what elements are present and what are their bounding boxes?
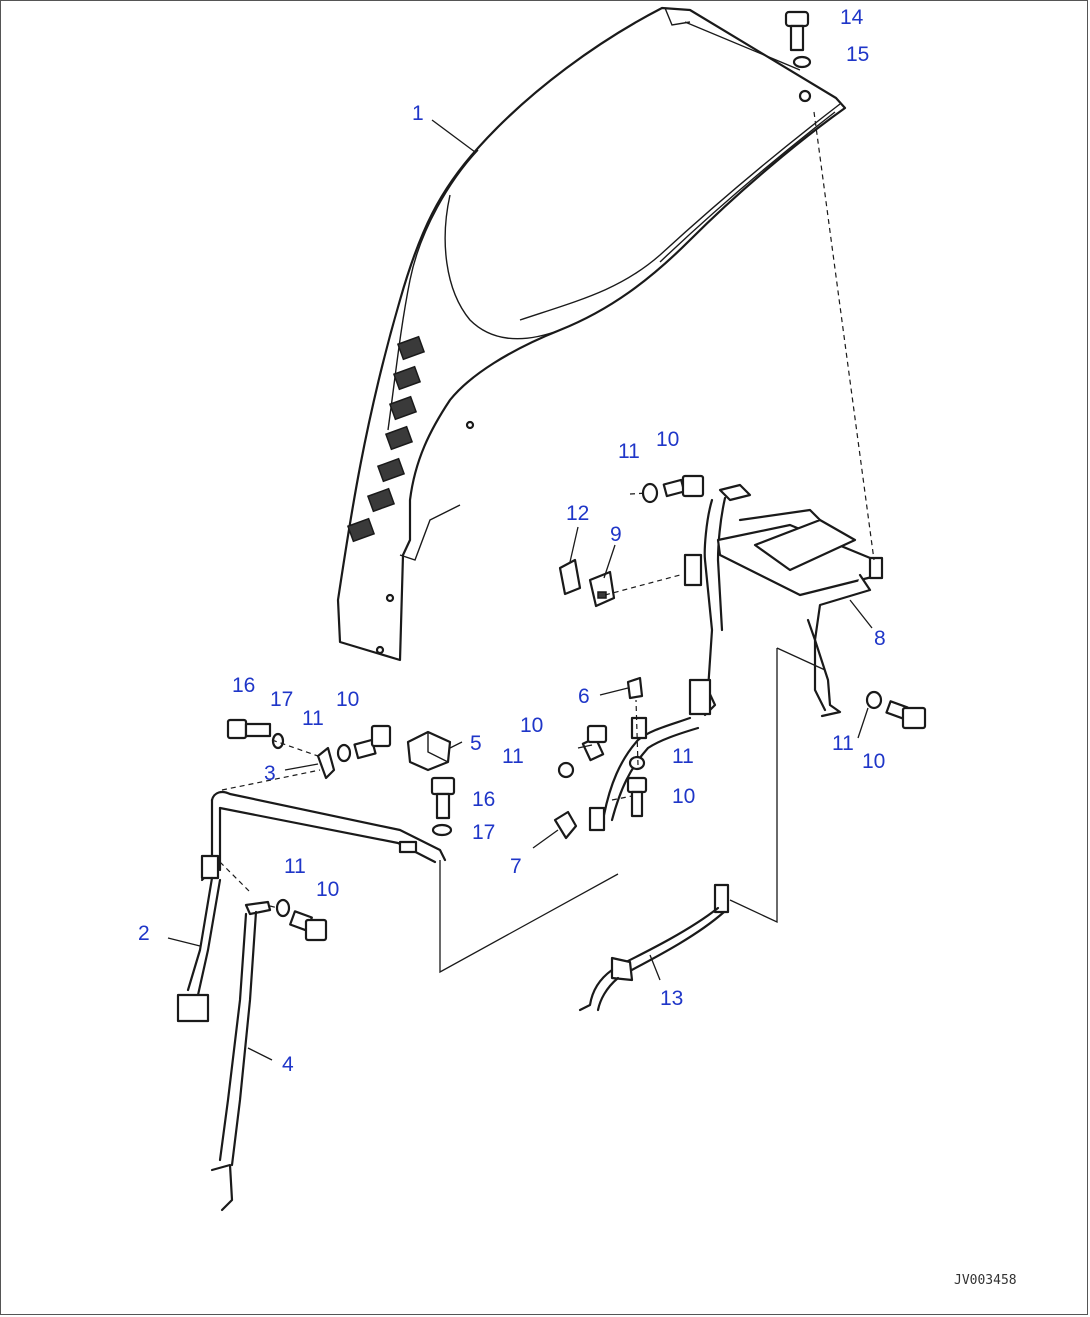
- frame-bracket-2: [176, 790, 447, 1023]
- washer-17-left: [271, 732, 285, 750]
- callout-12: 12: [566, 502, 589, 525]
- stay-bracket-8: [683, 483, 884, 718]
- callout-15: 15: [846, 43, 869, 66]
- bolt-10-upper: [662, 474, 705, 498]
- callout-7: 7: [510, 855, 522, 878]
- washer-11-left: [336, 743, 352, 763]
- callout-10-mid: 10: [672, 785, 695, 808]
- washer-11-right: [865, 690, 883, 710]
- fender-vents: [346, 335, 426, 543]
- callout-10-right: 10: [862, 750, 885, 773]
- rod-13: [578, 883, 730, 1012]
- callout-17-center: 17: [472, 821, 495, 844]
- bolt-10-mid-upper: [581, 724, 608, 762]
- callout-6: 6: [578, 685, 590, 708]
- callout-17-left: 17: [270, 688, 293, 711]
- callout-leaders: [167, 119, 873, 1061]
- callout-4: 4: [282, 1053, 294, 1076]
- callout-1: 1: [412, 102, 424, 125]
- bolt-16-center: [430, 776, 456, 820]
- bolt-10-lower: [289, 910, 328, 942]
- callout-3: 3: [264, 762, 276, 785]
- washer-11-mid-right: [628, 755, 646, 771]
- callout-10-upper: 10: [656, 428, 679, 451]
- callout-16-center: 16: [472, 788, 495, 811]
- callout-14: 14: [840, 6, 864, 29]
- callout-11-mid: 11: [502, 745, 524, 768]
- cushion-5: [406, 730, 452, 772]
- bolt-10-right: [885, 700, 927, 730]
- drawing-number: JV003458: [954, 1273, 1017, 1288]
- callout-10-mid-upper: 10: [520, 714, 543, 737]
- washer-17-center: [431, 823, 453, 837]
- callout-11-right: 11: [832, 732, 854, 755]
- assembly-lines: [219, 21, 875, 974]
- clip-12: [558, 558, 582, 596]
- callout-5: 5: [470, 732, 482, 755]
- clip-9: [588, 570, 616, 608]
- callout-9: 9: [610, 523, 622, 546]
- plate-3: [316, 746, 336, 780]
- bolt-10-left: [353, 724, 392, 760]
- callout-10-lower: 10: [316, 878, 339, 901]
- clamp-7: [553, 810, 578, 840]
- bolt-14: [784, 10, 810, 52]
- callout-11-lower: 11: [284, 855, 306, 878]
- callout-8: 8: [874, 627, 886, 650]
- bolt-10-mid: [626, 776, 648, 818]
- bolt-16-left: [226, 718, 272, 740]
- callout-16-left: 16: [232, 674, 255, 697]
- washer-15: [792, 55, 812, 69]
- callout-2: 2: [138, 922, 150, 945]
- callout-10-left: 10: [336, 688, 359, 711]
- fender-panel: [336, 6, 847, 662]
- callout-labels: 1 2 3 4 5 6 7 8 9 10 10 10 10 10 10 11 1…: [138, 6, 886, 1076]
- callout-11-left: 11: [302, 707, 324, 730]
- washer-11-lower: [275, 898, 291, 918]
- callout-11-mid-right: 11: [672, 745, 694, 768]
- washer-11-mid: [557, 761, 575, 779]
- callout-13: 13: [660, 987, 683, 1010]
- washer-11-upper: [641, 482, 659, 504]
- clamp-6: [626, 676, 644, 700]
- callout-11-upper: 11: [618, 440, 640, 463]
- rod-4: [210, 900, 272, 1212]
